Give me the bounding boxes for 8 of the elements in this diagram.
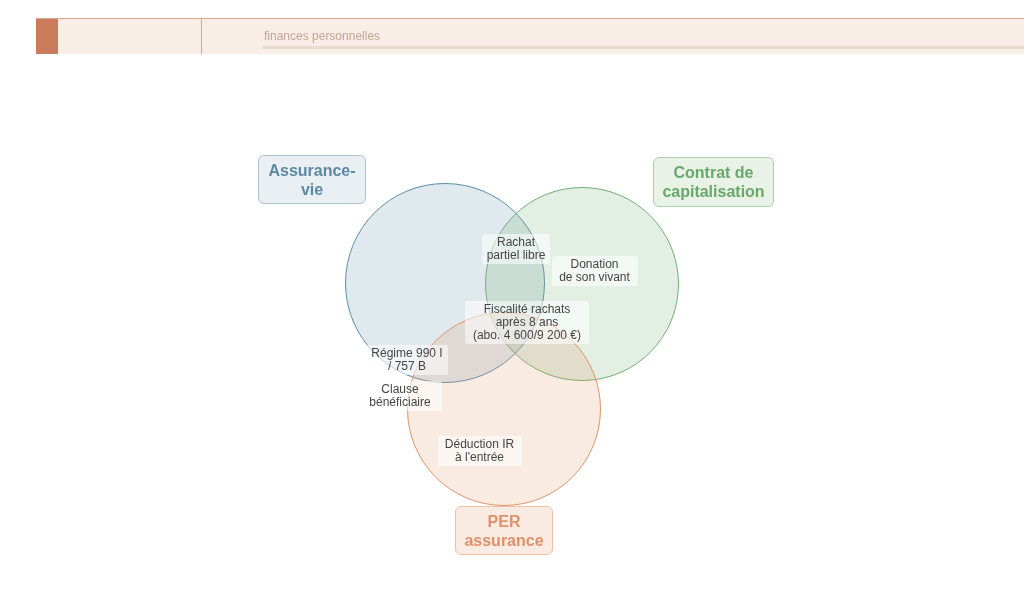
overlap-label: Déduction IR à l'entrée: [437, 435, 522, 466]
overlap-label: Donation de son vivant: [551, 255, 638, 286]
overlap-label: Rachat partiel libre: [482, 234, 550, 264]
overlap-label: Fiscalité rachats après 8 ans (abo. 4 600/9 200 €): [465, 301, 589, 344]
set-label: PER assurance: [455, 506, 553, 555]
tagline-text: finances personnelles: [264, 29, 381, 43]
set-label: Assurance-vie: [258, 155, 366, 204]
set-label: Contrat de capitalisation: [653, 157, 774, 207]
